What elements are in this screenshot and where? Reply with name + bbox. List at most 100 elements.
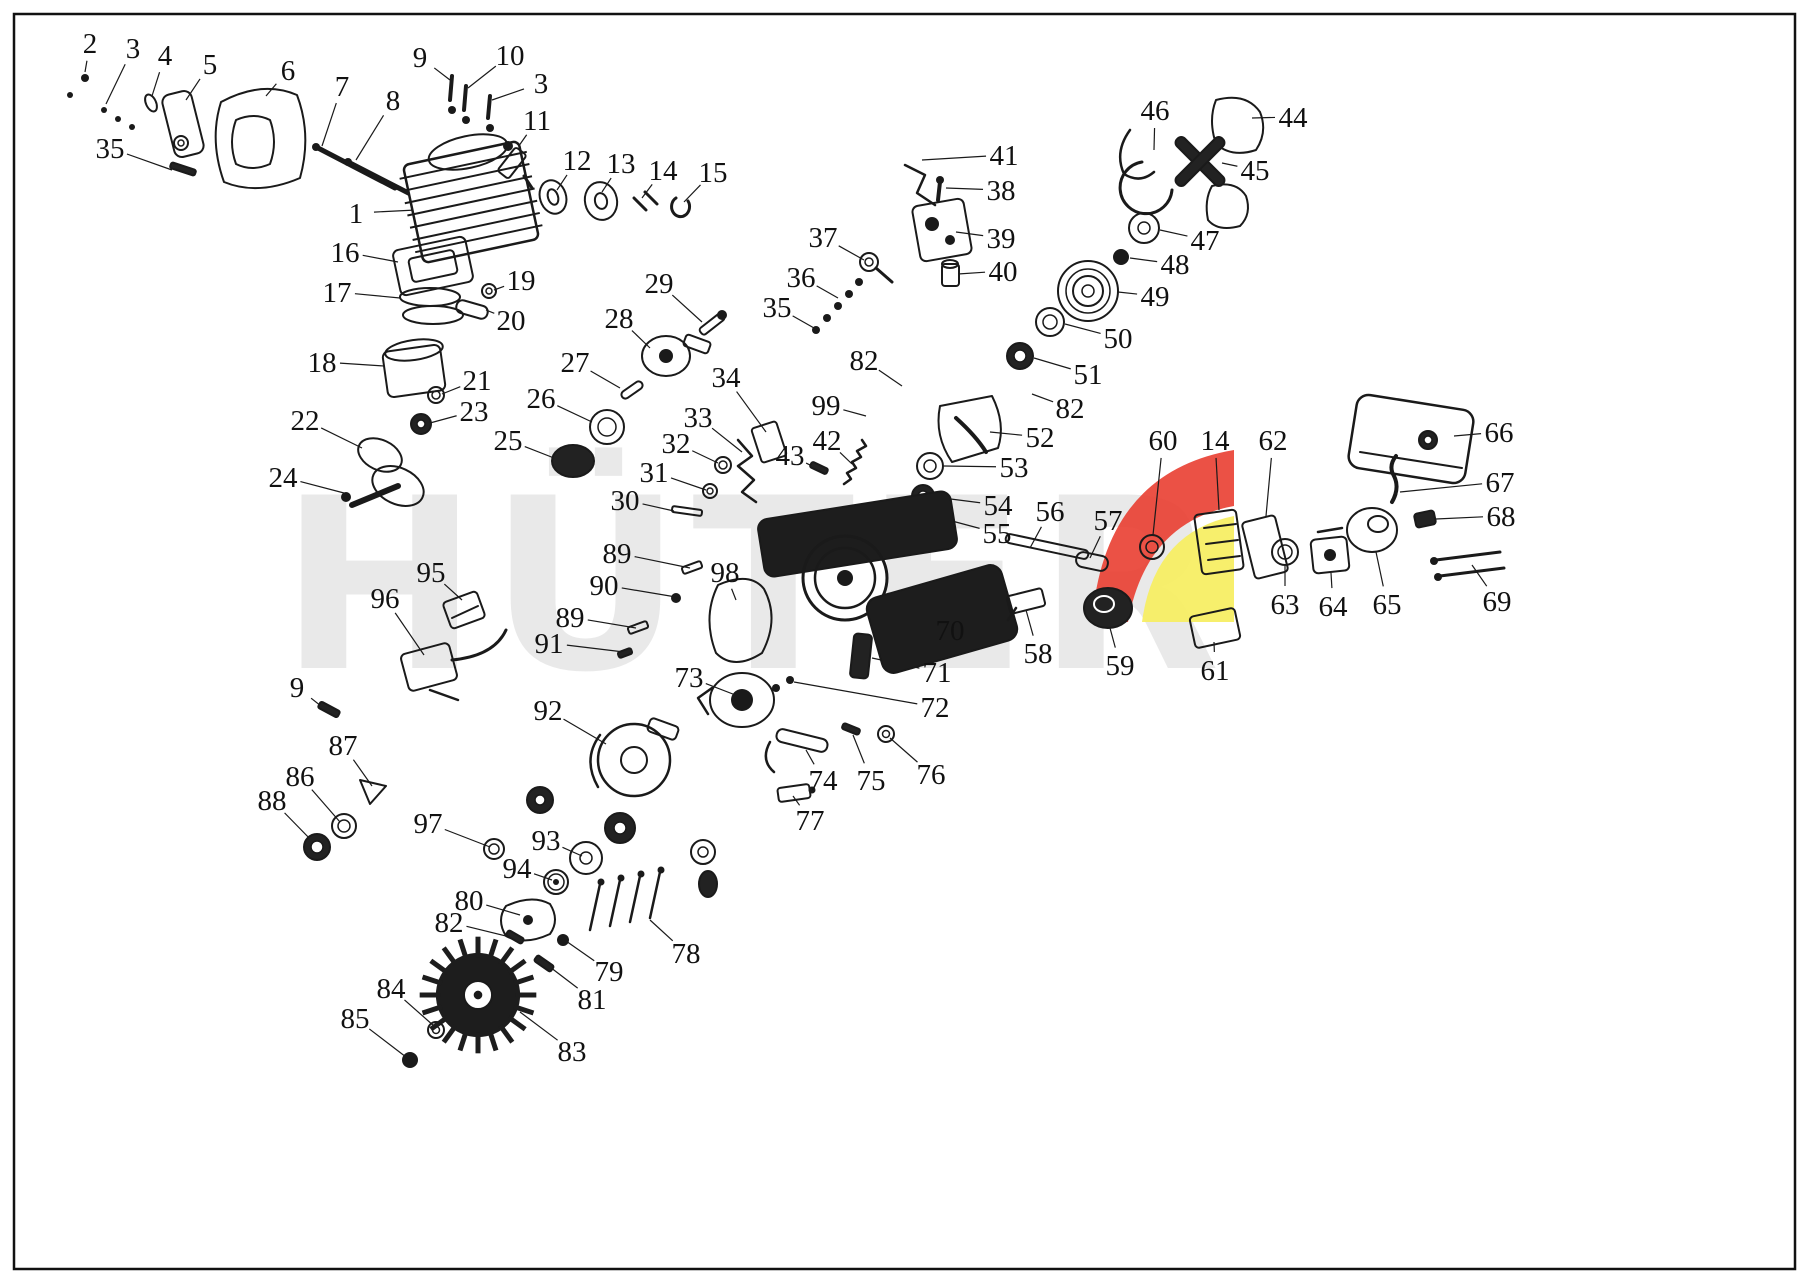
part-glyph [1389, 454, 1399, 504]
part-glyph [911, 197, 973, 263]
callout-number: 47 [1191, 225, 1220, 257]
part-glyph [865, 564, 1019, 674]
part-glyph [462, 116, 470, 124]
part-glyph [357, 437, 403, 473]
part-glyph [859, 252, 879, 272]
part-glyph [462, 84, 468, 112]
part-glyph [473, 990, 483, 1000]
part-glyph [881, 729, 891, 739]
callout-number: 89 [603, 538, 632, 570]
callout-number: 4 [158, 40, 173, 72]
part-glyph [1324, 549, 1336, 561]
part-glyph [589, 409, 625, 445]
part-glyph [421, 1004, 443, 1016]
leader-line [362, 254, 399, 263]
callout-number: 23 [460, 396, 489, 428]
part-glyph [750, 420, 788, 464]
callout-number: 58 [1024, 638, 1053, 670]
part-glyph [1346, 507, 1398, 553]
part-glyph [706, 487, 714, 495]
part-glyph [670, 196, 692, 219]
part-glyph [407, 249, 459, 283]
callout-number: 94 [503, 853, 533, 885]
callout-number: 17 [323, 277, 352, 309]
leader-line [429, 415, 457, 424]
leader-line [1153, 127, 1156, 151]
part-glyph [129, 124, 135, 130]
part-glyph [583, 181, 619, 221]
callout-number: 67 [1486, 467, 1515, 499]
part-glyph [1434, 550, 1502, 562]
leader-line [151, 71, 161, 97]
callout-number: 35 [96, 133, 125, 165]
part-glyph [455, 299, 489, 320]
part-glyph [486, 94, 492, 120]
callout-number: 69 [1483, 586, 1512, 618]
part-glyph [680, 560, 704, 575]
callout-number: 30 [611, 485, 640, 517]
leader-line [339, 362, 385, 367]
part-glyph [371, 465, 425, 507]
callout-number: 32 [662, 428, 691, 460]
part-glyph [569, 841, 603, 875]
callout-number: 64 [1319, 591, 1349, 623]
part-glyph [431, 1025, 441, 1035]
part-glyph [698, 870, 718, 898]
part-glyph [1309, 535, 1351, 575]
callout-number: 88 [258, 785, 287, 817]
callout-number: 82 [435, 907, 464, 939]
part-glyph [507, 958, 527, 975]
leader-line [1064, 323, 1101, 334]
part-glyph [500, 898, 556, 942]
callout-number: 74 [809, 765, 839, 797]
callout-number: 79 [595, 956, 624, 988]
callout-number: 22 [291, 405, 320, 437]
part-glyph [671, 593, 681, 603]
part-glyph [941, 259, 959, 269]
part-glyph [813, 546, 877, 610]
part-glyph [177, 139, 185, 147]
part-glyph [937, 395, 1002, 463]
callout-number: 55 [983, 518, 1012, 550]
callout-number: 9 [290, 672, 305, 704]
part-glyph [714, 456, 732, 474]
part-glyph [593, 192, 609, 210]
leader-line [320, 427, 363, 449]
part-glyph [450, 628, 508, 662]
callout-number: 48 [1161, 249, 1190, 281]
leader-line [989, 431, 1023, 436]
callout-number: 73 [675, 662, 704, 694]
callout-number: 99 [812, 390, 841, 422]
leader-line [705, 682, 739, 697]
callout-number: 2 [83, 28, 98, 60]
part-glyph [1211, 96, 1265, 154]
part-glyph [657, 866, 665, 874]
callout-number: 31 [640, 457, 669, 489]
part-glyph [488, 843, 500, 855]
leader-line [556, 174, 568, 191]
callout-number: 12 [563, 145, 592, 177]
part-glyph [1207, 555, 1241, 561]
part-glyph [169, 161, 197, 177]
part-glyph [1081, 284, 1095, 298]
callout-number: 96 [371, 583, 400, 615]
callout-number: 87 [329, 730, 358, 762]
part-glyph [708, 578, 773, 663]
callout-number: 39 [987, 223, 1016, 255]
callout-number: 93 [532, 825, 561, 857]
part-glyph [231, 115, 275, 169]
part-glyph [497, 147, 527, 179]
leader-line [355, 115, 385, 161]
callout-number: 45 [1241, 155, 1270, 187]
leader-line [491, 88, 525, 101]
part-glyph [864, 257, 874, 267]
part-glyph [498, 1024, 515, 1044]
part-glyph [801, 534, 889, 622]
leader-line [394, 612, 425, 656]
callout-number: 63 [1271, 589, 1300, 621]
part-glyph [547, 873, 565, 891]
part-glyph [682, 333, 712, 355]
part-glyph [310, 840, 324, 854]
part-glyph [632, 196, 648, 212]
